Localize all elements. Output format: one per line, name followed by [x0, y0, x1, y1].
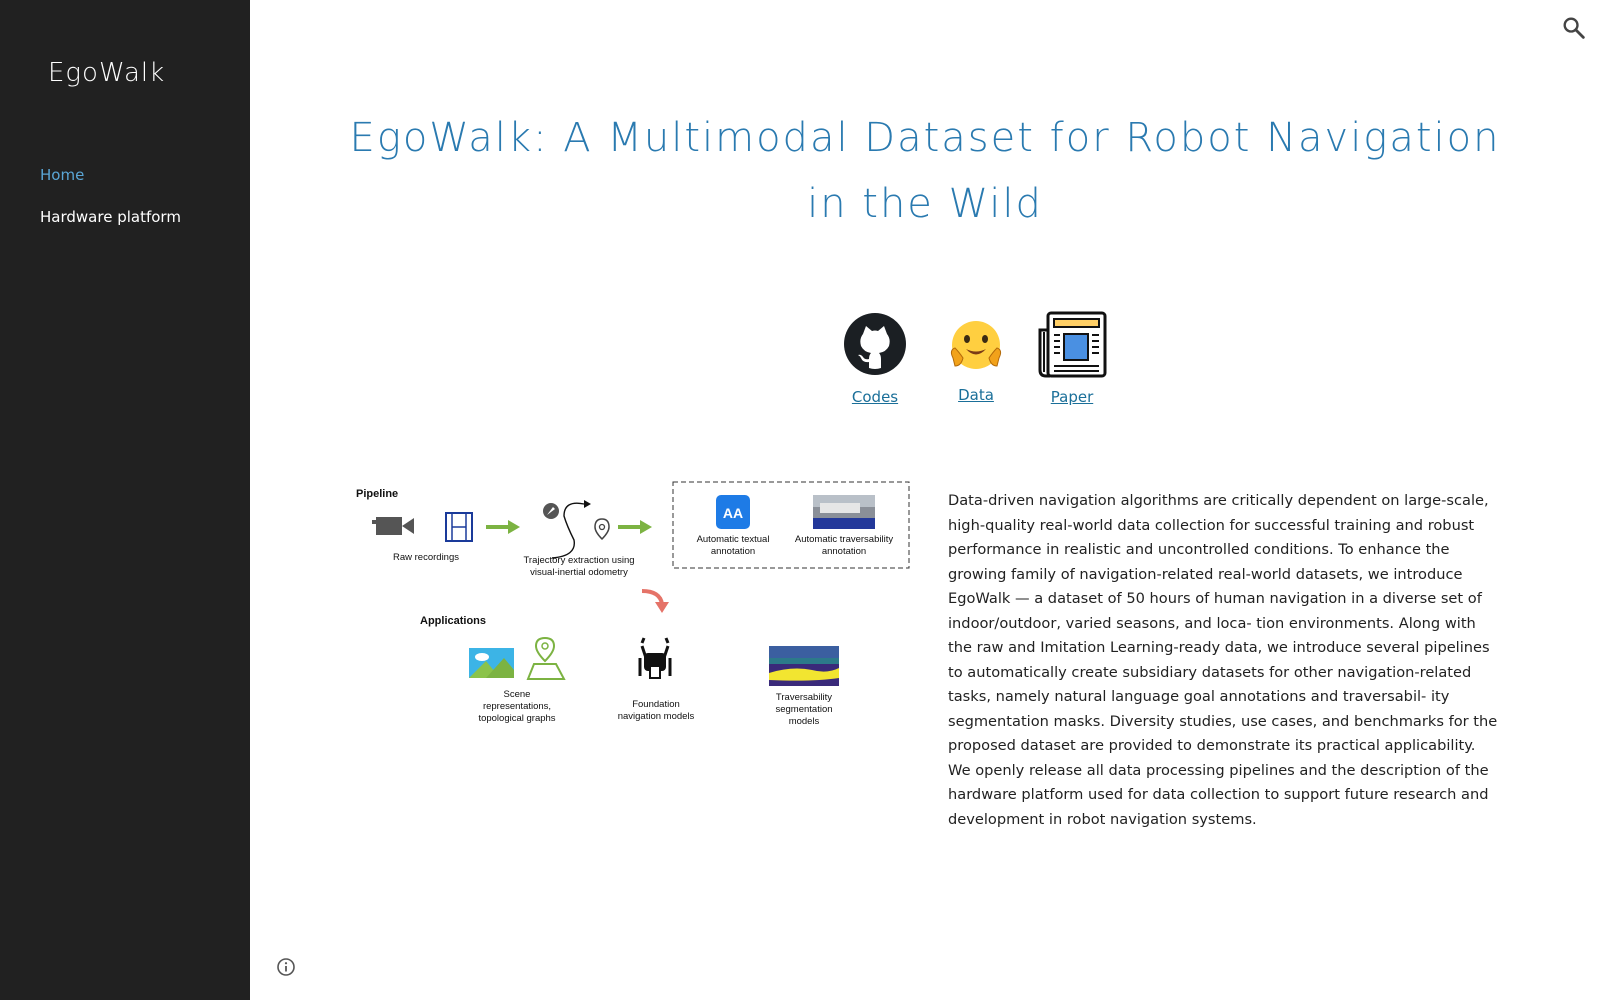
- codes-link-block[interactable]: Codes: [838, 312, 912, 407]
- search-button[interactable]: [1560, 14, 1588, 42]
- foundation-label-line1: Foundation: [632, 699, 680, 710]
- curved-arrow-icon: [641, 589, 669, 613]
- text-annotation-label-line2: annotation: [711, 546, 755, 557]
- foundation-label-line2: navigation models: [618, 711, 695, 722]
- raw-recordings-label: Raw recordings: [393, 552, 459, 563]
- nav-item-home[interactable]: Home: [40, 166, 85, 184]
- trajectory-arrowhead-icon: [584, 500, 591, 508]
- trav-annotation-label-line1: Automatic traversability: [795, 534, 893, 545]
- page-title: EgoWalk: A Multimodal Dataset for Robot …: [349, 115, 1501, 227]
- traversability-photo-icon: [813, 495, 875, 529]
- film-icon: [445, 512, 473, 542]
- trajectory-path-icon: [551, 502, 585, 559]
- landscape-image-icon: [469, 648, 514, 678]
- annotation-dashed-box: [672, 481, 910, 569]
- pipeline-figure: Pipeline Raw recordings Trajectory extra…: [356, 481, 910, 727]
- hugging-face-icon: [950, 321, 1002, 369]
- applications-heading: Applications: [420, 615, 486, 627]
- camera-icon: [372, 517, 414, 535]
- pipeline-heading: Pipeline: [356, 488, 398, 500]
- sidebar: EgoWalk Home Hardware platform: [0, 0, 250, 1000]
- paper-link[interactable]: Paper: [1050, 388, 1094, 406]
- newspaper-icon: [1038, 311, 1107, 378]
- search-icon: [1563, 17, 1585, 39]
- data-link-block[interactable]: Data: [944, 318, 1008, 405]
- aa-icon-text: AA: [723, 505, 743, 521]
- arrow-right-icon: [618, 520, 652, 534]
- scene-label-line2: representations,: [483, 701, 551, 712]
- trajectory-label-line1: Trajectory extraction using: [523, 555, 634, 566]
- trav-seg-label-line3: models: [789, 716, 820, 727]
- nav-item-hardware-platform[interactable]: Hardware platform: [40, 208, 181, 226]
- trav-seg-label-line2: segmentation: [775, 704, 832, 715]
- segmentation-image-icon: [769, 646, 839, 686]
- arrow-right-icon: [486, 520, 520, 534]
- location-pin-icon: [594, 518, 610, 541]
- data-link[interactable]: Data: [958, 386, 994, 404]
- codes-link[interactable]: Codes: [851, 388, 899, 406]
- site-info-button[interactable]: [275, 956, 297, 978]
- abstract-text: Data-driven navigation algorithms are cr…: [948, 492, 1498, 828]
- robot-icon: [638, 637, 672, 679]
- site-title[interactable]: EgoWalk: [48, 58, 166, 88]
- scene-label-line1: Scene: [504, 689, 531, 700]
- scene-label-line3: topological graphs: [478, 713, 555, 724]
- trajectory-label-line2: visual-inertial odometry: [530, 567, 628, 578]
- text-annotation-label-line1: Automatic textual: [697, 534, 770, 545]
- github-icon: [844, 313, 906, 375]
- map-pin-icon: [526, 636, 566, 680]
- paper-link-block[interactable]: Paper: [1034, 310, 1110, 407]
- trav-seg-label-line1: Traversability: [776, 692, 832, 703]
- text-annotation-icon: AA: [716, 495, 750, 529]
- trav-annotation-label-line2: annotation: [822, 546, 866, 557]
- info-icon: [277, 958, 295, 976]
- compass-icon: [543, 503, 559, 519]
- sidebar-nav: Home Hardware platform: [40, 163, 181, 247]
